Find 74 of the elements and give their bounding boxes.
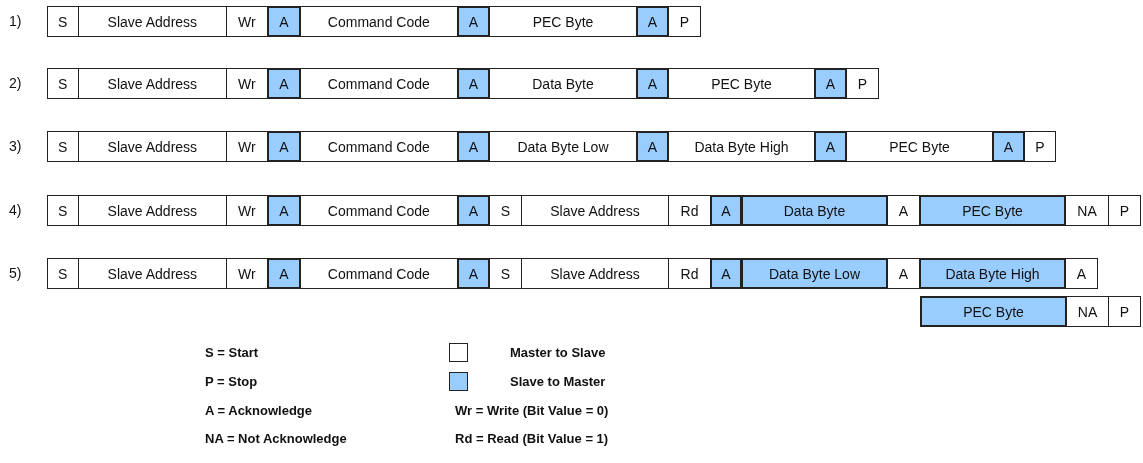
master-field: Data Byte Low (489, 131, 637, 162)
slave-field: PEC Byte (919, 195, 1066, 226)
slave-field: A (992, 131, 1025, 162)
master-field: P (1108, 296, 1141, 327)
slave-field: A (457, 68, 490, 99)
slave-field: A (636, 68, 669, 99)
master-field: Slave Address (78, 6, 227, 37)
master-field: Slave Address (78, 258, 227, 289)
master-field: Wr (225, 131, 268, 162)
master-field: P (1108, 195, 1141, 226)
legend-text: P = Stop (205, 374, 258, 389)
master-field: P (1024, 131, 1056, 162)
master-field: P (846, 68, 879, 99)
slave-field: PEC Byte (920, 296, 1067, 327)
master-field: Slave Address (78, 68, 227, 99)
master-field: S (46, 131, 79, 162)
master-field: Wr (225, 6, 268, 37)
slave-field: A (814, 68, 847, 99)
master-field: Data Byte (489, 68, 637, 99)
legend-text: Wr = Write (Bit Value = 0) (455, 403, 609, 418)
slave-field: A (636, 131, 669, 162)
master-field: Data Byte High (668, 131, 815, 162)
master-field: Slave Address (521, 258, 669, 289)
master-field: Command Code (299, 131, 458, 162)
legend-text: Slave to Master (510, 374, 606, 389)
slave-field: A (814, 131, 847, 162)
legend-text: Rd = Read (Bit Value = 1) (455, 431, 609, 446)
master-field: S (46, 6, 79, 37)
master-field: Command Code (299, 258, 458, 289)
slave-field: A (457, 6, 490, 37)
slave-field: A (710, 195, 742, 226)
legend-text: A = Acknowledge (205, 403, 313, 418)
slave-field: A (267, 6, 301, 37)
master-field: NA (1066, 296, 1109, 327)
row-number: 2) (9, 75, 22, 91)
row-number: 1) (9, 13, 22, 29)
slave-field: A (267, 131, 301, 162)
master-field: Slave Address (78, 195, 227, 226)
legend-text: Master to Slave (510, 345, 606, 360)
master-field: PEC Byte (489, 6, 637, 37)
master-field: NA (1065, 195, 1109, 226)
master-field: Rd (668, 258, 711, 289)
master-field: Command Code (299, 195, 458, 226)
master-field: S (46, 258, 79, 289)
master-field: Wr (225, 195, 268, 226)
master-field: P (668, 6, 701, 37)
slave-field: A (710, 258, 742, 289)
master-field: PEC Byte (846, 131, 993, 162)
row-number: 4) (9, 202, 22, 218)
slave-field: A (457, 195, 490, 226)
master-field: Slave Address (78, 131, 227, 162)
master-field: Rd (668, 195, 711, 226)
master-field: Wr (225, 68, 268, 99)
master-field: S (46, 195, 79, 226)
slave-field: A (267, 68, 301, 99)
slave-field: A (267, 258, 301, 289)
master-field: Wr (225, 258, 268, 289)
master-field: S (46, 68, 79, 99)
row-number: 5) (9, 265, 22, 281)
master-field: Command Code (299, 6, 458, 37)
slave-field: Data Byte Low (741, 258, 888, 289)
slave-field: A (636, 6, 669, 37)
slave-field: A (457, 131, 490, 162)
master-field: Command Code (299, 68, 458, 99)
master-field: Slave Address (521, 195, 669, 226)
legend-text: S = Start (205, 345, 259, 360)
slave-field: Data Byte High (919, 258, 1066, 289)
master-field: PEC Byte (668, 68, 815, 99)
legend-text: NA = Not Acknowledge (205, 431, 347, 446)
master-field: A (1065, 258, 1098, 289)
slave-field: A (267, 195, 301, 226)
slave-field: Data Byte (741, 195, 888, 226)
slave-field: A (457, 258, 490, 289)
row-number: 3) (9, 138, 22, 154)
